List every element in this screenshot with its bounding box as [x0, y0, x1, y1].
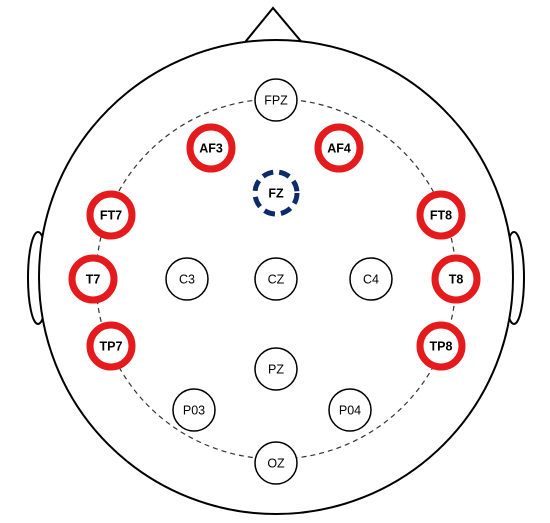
electrode-p04-marker [328, 388, 372, 432]
electrode-fz-label: FZ [268, 187, 284, 201]
electrode-t7-label: T7 [86, 273, 101, 287]
electrode-tp8: TP8 [416, 321, 466, 371]
electrode-tp8-marker [416, 321, 466, 371]
electrode-t8-marker [431, 254, 481, 304]
electrode-fz: FZ [252, 169, 300, 217]
electrode-c3-marker [165, 257, 209, 301]
electrode-p04: P04 [328, 388, 372, 432]
electrode-p03-marker [172, 388, 216, 432]
electrode-p04-label: P04 [339, 404, 361, 418]
electrode-oz-label: OZ [267, 457, 285, 471]
electrode-ft8-marker [416, 190, 466, 240]
electrode-pz-marker [254, 347, 298, 391]
electrode-ft8: FT8 [416, 190, 466, 240]
electrode-tp7-label: TP7 [100, 340, 123, 354]
electrode-t8: T8 [431, 254, 481, 304]
electrode-ft7-label: FT7 [100, 209, 122, 223]
electrode-af3: AF3 [186, 123, 236, 173]
electrode-af3-label: AF3 [199, 142, 223, 156]
electrode-p03: P03 [172, 388, 216, 432]
electrode-af4: AF4 [314, 123, 364, 173]
electrode-oz-marker [254, 441, 298, 485]
electrode-cz-label: CZ [268, 273, 285, 287]
electrode-c4-label: C4 [363, 273, 379, 287]
electrode-pz-label: PZ [268, 363, 284, 377]
electrode-c3-label: C3 [179, 273, 195, 287]
electrode-ft7: FT7 [86, 190, 136, 240]
electrode-tp7: TP7 [86, 321, 136, 371]
electrode-ft7-marker [86, 190, 136, 240]
electrode-ft8-label: FT8 [430, 209, 452, 223]
electrode-af3-marker [186, 123, 236, 173]
electrode-cz-marker [254, 257, 298, 301]
electrode-cz: CZ [254, 257, 298, 301]
electrode-pz: PZ [254, 347, 298, 391]
electrode-fpz-marker [254, 78, 298, 122]
electrode-fz-marker [252, 169, 300, 217]
electrode-fpz-label: FPZ [264, 94, 288, 108]
electrode-tp7-marker [86, 321, 136, 371]
electrode-fpz: FPZ [254, 78, 298, 122]
electrode-t7: T7 [68, 254, 118, 304]
electrode-t8-label: T8 [449, 273, 464, 287]
electrode-af4-marker [314, 123, 364, 173]
electrode-t7-marker [68, 254, 118, 304]
electrode-c3: C3 [165, 257, 209, 301]
electrode-oz: OZ [254, 441, 298, 485]
electrode-c4: C4 [349, 257, 393, 301]
electrode-af4-label: AF4 [327, 142, 351, 156]
electrode-tp8-label: TP8 [430, 340, 453, 354]
electrode-p03-label: P03 [183, 404, 205, 418]
electrode-c4-marker [349, 257, 393, 301]
